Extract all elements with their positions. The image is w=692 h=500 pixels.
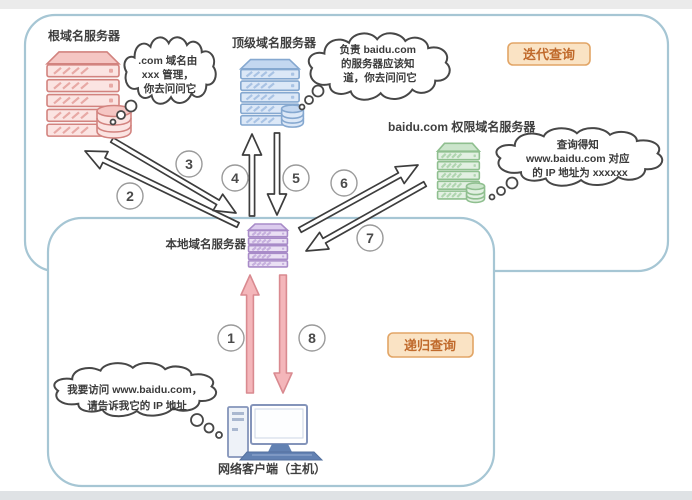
root-thought-cloud: .com 域名由 xxx 管理， 你去问问它 bbox=[109, 36, 217, 126]
auth-server-node: baidu.com 权限域名服务器 bbox=[388, 119, 536, 203]
step-2: 2 bbox=[116, 182, 144, 210]
tld-cloud-line-2: 的服务器应该知 bbox=[341, 57, 415, 70]
auth-cloud-line-1: 查询得知 bbox=[556, 138, 599, 151]
step-1-label: 1 bbox=[227, 330, 235, 346]
arrow-step-3-root-to-local bbox=[109, 136, 237, 214]
step-3: 3 bbox=[175, 150, 203, 178]
client-cloud-line-2: 请告诉我它的 IP 地址 bbox=[87, 399, 187, 412]
root-server-label: 根域名服务器 bbox=[48, 28, 121, 43]
step-8-label: 8 bbox=[308, 330, 316, 346]
bottom-gray-strip bbox=[0, 491, 692, 500]
arrow-step-6-local-to-auth bbox=[297, 164, 419, 234]
iterative-arrows bbox=[84, 132, 428, 252]
step-6-label: 6 bbox=[340, 175, 348, 191]
step-numbers: 1 2 3 4 5 6 7 8 bbox=[116, 150, 384, 352]
svg-text:负责 baidu.com 的服务器应该知: 负责 baidu.com 的服务器应该知 道，你去问问它 bbox=[340, 40, 421, 84]
recursive-arrows bbox=[240, 274, 293, 394]
step-7: 7 bbox=[356, 224, 384, 252]
step-1: 1 bbox=[217, 324, 245, 352]
arrow-step-1-client-to-local bbox=[240, 274, 260, 394]
step-2-label: 2 bbox=[126, 188, 134, 204]
step-5-label: 5 bbox=[292, 170, 300, 186]
client-thought-cloud: 我要访问 www.baidu.com， 请告诉我它的 IP 地址 bbox=[53, 362, 223, 439]
computer-icon bbox=[227, 404, 324, 461]
iterative-query-label: 迭代查询 bbox=[523, 47, 575, 62]
tld-cloud-line-1: 负责 baidu.com bbox=[340, 43, 416, 56]
tld-thought-cloud: 负责 baidu.com 的服务器应该知 道，你去问问它 bbox=[298, 32, 451, 111]
client-node: 网络客户端（主机） bbox=[218, 404, 326, 476]
step-6: 6 bbox=[330, 169, 358, 197]
svg-text:.com 域名由 xxx 管理， 你: .com 域名由 xxx 管理， 你去问问它 bbox=[138, 51, 201, 95]
tld-server-label: 顶级域名服务器 bbox=[232, 35, 317, 50]
tld-server-node: 顶级域名服务器 bbox=[232, 35, 317, 128]
tld-cloud-line-3: 道，你去问问它 bbox=[343, 71, 417, 84]
auth-server-label: baidu.com 权限域名服务器 bbox=[388, 119, 536, 134]
auth-thought-cloud: 查询得知 www.baidu.com 对应 的 IP 地址为 xxxxxx bbox=[488, 127, 664, 201]
arrow-step-4-local-to-tld bbox=[241, 133, 263, 217]
step-4: 4 bbox=[221, 164, 249, 192]
iterative-query-badge: 迭代查询 bbox=[507, 42, 591, 66]
auth-cloud-line-3: 的 IP 地址为 xxxxxx bbox=[532, 166, 628, 179]
auth-cloud-line-2: www.baidu.com 对应 bbox=[525, 152, 630, 165]
root-cloud-line-1: .com 域名由 bbox=[138, 54, 197, 67]
recursive-query-container bbox=[46, 216, 496, 488]
recursive-query-label: 递归查询 bbox=[404, 338, 456, 353]
root-server-node: 根域名服务器 bbox=[47, 28, 131, 138]
svg-text:查询得知 www.baidu.com 对应: 查询得知 www.baidu.com 对应 的 IP 地址为 xxxxxx bbox=[525, 135, 634, 179]
local-server-icon bbox=[248, 224, 288, 267]
step-7-label: 7 bbox=[366, 230, 374, 246]
top-gray-strip bbox=[0, 0, 692, 9]
client-cloud-line-1: 我要访问 www.baidu.com， bbox=[67, 383, 202, 396]
recursive-query-badge: 递归查询 bbox=[387, 332, 474, 358]
client-label: 网络客户端（主机） bbox=[218, 461, 326, 476]
auth-server-db-icon bbox=[466, 182, 485, 203]
arrow-step-5-tld-to-local bbox=[266, 132, 288, 216]
root-cloud-line-3: 你去问问它 bbox=[143, 82, 197, 95]
step-8: 8 bbox=[298, 324, 326, 352]
arrow-step-7-auth-to-local bbox=[305, 180, 428, 252]
step-5: 5 bbox=[282, 164, 310, 192]
arrow-step-8-local-to-client bbox=[273, 274, 293, 394]
arrow-step-2-local-to-root bbox=[84, 150, 240, 229]
step-4-label: 4 bbox=[231, 170, 239, 186]
local-server-label: 本地域名服务器 bbox=[166, 237, 247, 251]
svg-text:我要访问 www.baidu.com， 请告诉我: 我要访问 www.baidu.com， 请告诉我它的 IP 地址 bbox=[67, 380, 206, 412]
root-cloud-line-2: xxx 管理， bbox=[142, 68, 194, 81]
step-3-label: 3 bbox=[185, 156, 193, 172]
local-server-node: 本地域名服务器 bbox=[166, 224, 288, 267]
